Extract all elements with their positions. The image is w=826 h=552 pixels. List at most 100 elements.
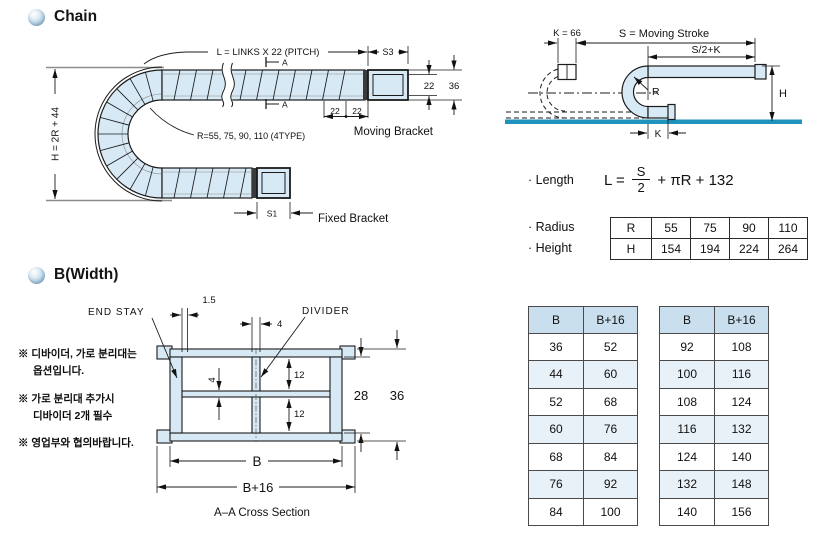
pitch-left-label: 22 [330, 106, 340, 116]
section-bullet-icon [28, 8, 45, 26]
s2k-dimension: S/2+K [648, 44, 755, 60]
table-header-row: B B+16 [659, 306, 769, 334]
height-label: · Height [528, 241, 572, 255]
table-cell: 36 [528, 332, 584, 361]
s3-dim-label: S3 [382, 47, 393, 57]
fixed-bracket-label: Fixed Bracket [318, 213, 389, 225]
k66-label: K = 66 [553, 28, 581, 39]
note-line: ※ 영업부와 협의바랍니다. [18, 437, 134, 450]
b-dim-label: B [252, 454, 261, 469]
table-cell: 100 [583, 497, 638, 526]
table-cell: 92 [659, 332, 715, 361]
table-header-cell: B+16 [714, 306, 769, 334]
formula-numerator: S [636, 164, 646, 180]
chain-bend [94, 66, 163, 202]
end-stay-label: END STAY [88, 307, 145, 318]
table-cell: H [610, 238, 652, 260]
wall-thickness-dim: 1.5 [170, 295, 216, 352]
table-header-row: B B+16 [528, 306, 638, 334]
table-cell: 52 [583, 332, 638, 361]
table-cell: 116 [714, 360, 769, 389]
table-cell: 84 [528, 497, 584, 526]
h-dim-label: H = 2R + 44 [51, 107, 62, 161]
table-cell: 60 [583, 360, 638, 389]
wall-thickness-label: 1.5 [202, 295, 215, 306]
s3-dimension: S3 [368, 45, 409, 64]
note-item: ※ 가로 분리대 추가시 디바이더 2개 필수 [18, 391, 178, 426]
l-dimension: L = LINKS X 22 (PITCH) [143, 45, 369, 66]
width-section-header: B(Width) [28, 266, 118, 284]
formula-tail: + πR + 132 [657, 171, 734, 189]
k66-dimension: K = 66 [544, 28, 590, 63]
chain-lower-run [161, 167, 291, 199]
b16-dimension: B+16 [156, 446, 356, 495]
s1-dim-label: S1 [267, 209, 278, 219]
table-cell: 132 [659, 470, 715, 499]
formula-fraction: S 2 [632, 165, 651, 194]
table-header-cell: B+16 [583, 306, 638, 334]
b16-dim-label: B+16 [243, 480, 274, 495]
chain-section-title: Chain [54, 8, 98, 25]
note-line: 옵션입니다. [33, 365, 85, 378]
chain-extended [621, 46, 767, 121]
formula-denominator: 2 [632, 179, 650, 195]
outer-height-label: 36 [390, 388, 404, 403]
divider-leader [260, 316, 306, 378]
divider-label: DIVIDER [302, 306, 350, 317]
gap-bottom-label: 12 [294, 409, 305, 420]
radius-note-label: R=55, 75, 90, 110 (4TYPE) [197, 131, 305, 141]
section-bullet-icon [28, 266, 45, 284]
table-cell: 224 [729, 238, 769, 260]
h-dimension-right: H [762, 65, 787, 121]
note-item: ※ 디바이더, 가로 분리대는 옵션입니다. [18, 346, 178, 381]
k-label: K [655, 129, 662, 140]
table-cell: 68 [583, 387, 638, 416]
table-cell: 194 [690, 238, 730, 260]
table-cell: 44 [528, 360, 584, 389]
chain-upper-run [161, 61, 409, 110]
note-item: ※ 영업부와 협의바랍니다. [18, 435, 178, 452]
table-cell: 132 [714, 415, 769, 444]
l-dim-label: L = LINKS X 22 (PITCH) [217, 47, 320, 58]
width-section-title: B(Width) [54, 266, 119, 283]
bracket-outer-height-label: 36 [449, 81, 460, 92]
length-formula-row: · Length L = S 2 + πR + 132 [528, 158, 734, 202]
divider-width-label: 4 [277, 319, 282, 330]
table-cell: 148 [714, 470, 769, 499]
note-line: 디바이더 2개 필수 [33, 409, 113, 422]
inner-height-label: 28 [354, 388, 368, 403]
bracket-height-dims: 22 36 [409, 55, 462, 115]
table-cell: 156 [714, 497, 769, 526]
formula-lhs: L = [604, 171, 625, 189]
k-bottom-dimension: K [630, 120, 686, 140]
note-line: ※ 디바이더, 가로 분리대는 [18, 348, 137, 360]
pitch-dimension: 22 22 [323, 101, 369, 120]
pitch-right-label: 22 [352, 106, 362, 116]
table-header-cell: B [659, 306, 715, 334]
table-cell: 75 [690, 217, 730, 239]
cross-section-drawing: END STAY 1.5 4 DIVIDER 4 [88, 295, 406, 519]
section-mark-a-bottom: A [282, 100, 288, 110]
section-mark-a-top: A [282, 58, 288, 68]
s1-dimension: S1 [234, 202, 313, 219]
mounting-baseline [505, 119, 802, 124]
table-cell: 100 [659, 360, 715, 389]
length-label: · Length [528, 173, 574, 187]
table-cell: 55 [651, 217, 691, 239]
table-cell: 110 [768, 217, 808, 239]
divider-width-dim: 4 [240, 317, 282, 352]
